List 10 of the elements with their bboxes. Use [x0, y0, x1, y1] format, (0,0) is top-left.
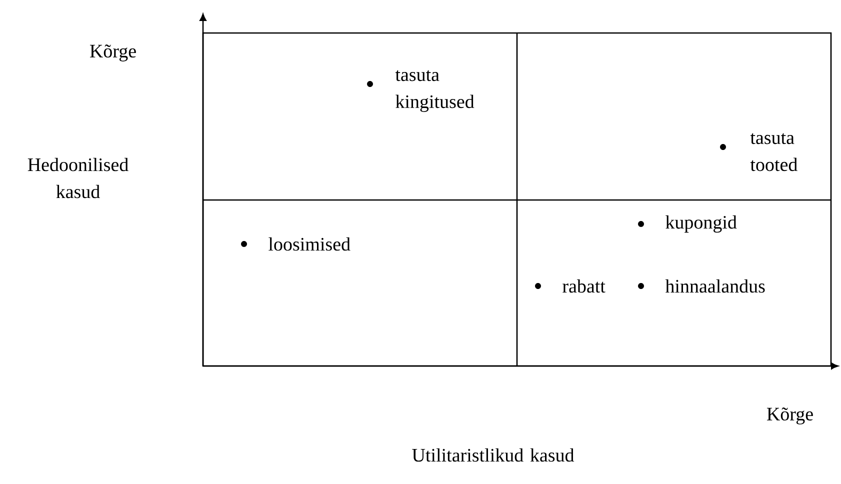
axis-label: Kõrge [90, 44, 136, 62]
list-item: tasuta tooted [750, 133, 798, 172]
list-item: kupongid [666, 215, 737, 233]
list-item: loosimised [268, 237, 350, 251]
list-item: tasuta kingitused [395, 70, 474, 112]
axis-label: Hedoonilised kasud [28, 158, 128, 198]
axis-label: Kõrge [766, 408, 813, 424]
axis-label: Utilitaristlikud kasud [412, 448, 574, 462]
list-item: rabatt [562, 279, 606, 293]
list-item: hinnaalandus [665, 279, 765, 293]
